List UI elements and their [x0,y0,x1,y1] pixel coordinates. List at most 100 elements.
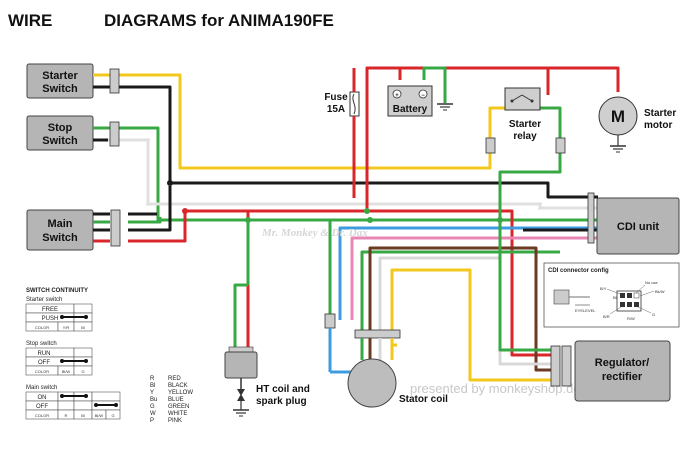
continuity-stop-color2: G [81,369,84,374]
stop-switch: Stop Switch [26,115,120,151]
continuity-main-color1: R [65,413,68,418]
relay-connector-left [485,137,496,154]
continuity-main-row1: ON [38,395,47,401]
wire-ht-green [233,283,248,350]
junction-dot [182,208,188,214]
junction-dot [367,217,373,223]
starter-switch-box [26,63,94,99]
stator-connector-block [354,329,401,339]
starter-relay-label2: relay [513,131,537,142]
junction-dot [167,180,173,186]
spark-plug-icon [237,389,245,396]
continuity-starter-color1: Y/R [63,325,70,330]
cdi-pin-nouse: No use [645,280,658,285]
title-wire: WIRE [8,11,52,30]
legend-code: R [150,376,155,382]
fuse-label2: 15A [327,104,345,115]
color-legend: R RED Bl BLACK Y YELLOW Bu BLUE G GREEN … [150,376,193,424]
continuity-starter-row2: PUSH [42,316,59,322]
wire-starter-yellow [104,73,492,170]
continuity-main-color3: Bl/W [95,413,104,418]
legend-name: RED [168,376,181,382]
switch-continuity: SWITCH CONTINUITY Starter switch FREE PU… [25,288,121,420]
cdi-unit-label: CDI unit [617,221,659,233]
wire-motor-red [548,66,620,92]
cdi-pin-br: B/R [603,314,610,319]
legend-name: YELLOW [168,390,193,396]
continuity-stop-row1: RUN [38,351,51,357]
starter-connector [109,68,120,94]
watermark-presented: presented by monkeyshop.de [410,381,581,396]
legend-name: GREEN [168,404,189,410]
starter-switch: Starter Switch [26,63,120,99]
stop-switch-label2: Switch [42,135,78,147]
battery-label: Battery [393,104,428,115]
ht-coil: HT coil and spark plug [224,346,310,417]
starter-motor-label2: motor [644,120,672,131]
fuse-label1: Fuse [324,92,348,103]
stator-coil-body [347,358,397,408]
continuity-starter-color-label: COLOR [35,325,49,330]
continuity-stop-name: Stop switch [26,341,57,347]
continuity-stop-color1: Bl/W [62,369,71,374]
continuity-main-color-label: COLOR [35,413,49,418]
wire-stop-blackwhite-stripe [104,138,598,210]
main-switch-label1: Main [47,218,72,230]
watermark-center: Mr. Monkey & Dr. Dax [261,227,368,239]
wire-battery-red [398,66,550,95]
junction-dot [245,217,251,223]
wire-harness [104,66,620,382]
wire-cdi-pink [350,236,598,320]
cdi-config-eyelevel: EYELEVEL [575,308,596,313]
cdi-connector-config: CDI connector config EYELEVEL No use Bk/… [543,262,680,328]
relay-connector-right [555,137,566,154]
legend-code: Bu [150,397,157,403]
cdi-pin-bkw: Bk/W [655,289,665,294]
regulator-label2: rectifier [602,371,643,383]
junction-dot [497,217,503,223]
continuity-starter-color2: Bl [81,325,85,330]
relay-body [504,87,541,111]
wire-cdi-blue [338,226,598,320]
continuity-main-row2: OFF [36,404,48,410]
ht-coil-connector [228,346,254,353]
legend-code: P [150,418,154,424]
cdi-unit-box [596,197,680,255]
wire-main-black [128,186,172,232]
regulator-connector-a [550,345,561,387]
continuity-main-color4: G [111,413,114,418]
ht-coil-label1: HT coil and [256,384,310,395]
starter-relay: Starter relay [485,87,566,154]
fuse-element [352,93,356,115]
cdi-config-title: CDI connector config [548,268,609,274]
starter-switch-label2: Switch [42,83,78,95]
fuse: Fuse 15A [324,68,360,198]
wire-stator-yellow [390,268,560,382]
motor-symbol: M [611,107,625,126]
legend-name: BLACK [168,383,188,389]
cdi-pin-g: G [652,312,655,317]
ht-coil-label2: spark plug [256,396,307,407]
main-connector [110,209,121,247]
starter-relay-label1: Starter [509,119,541,130]
continuity-starter-name: Starter switch [26,297,62,303]
legend-name: PINK [168,418,182,424]
regulator-rectifier: Regulator/ rectifier [550,340,671,402]
legend-code: W [150,411,156,417]
main-switch: Main Switch [26,209,121,251]
battery: + − Battery [387,85,453,117]
battery-minus-terminal [418,89,428,99]
stator-coil-label: Stator coil [399,394,448,405]
wire-stop-green [104,126,598,222]
continuity-main-name: Main switch [26,385,57,391]
stop-switch-box [26,115,94,151]
cdi-unit: CDI unit [587,192,680,255]
continuity-title: SWITCH CONTINUITY [26,288,88,294]
cdi-pin-bl: Bl [613,295,617,300]
battery-minus-sign: − [421,93,425,99]
regulator-box [574,340,671,402]
wire-relay-yellow [488,106,505,148]
starter-motor-label1: Starter [644,108,676,119]
legend-code: Bl [150,383,155,389]
